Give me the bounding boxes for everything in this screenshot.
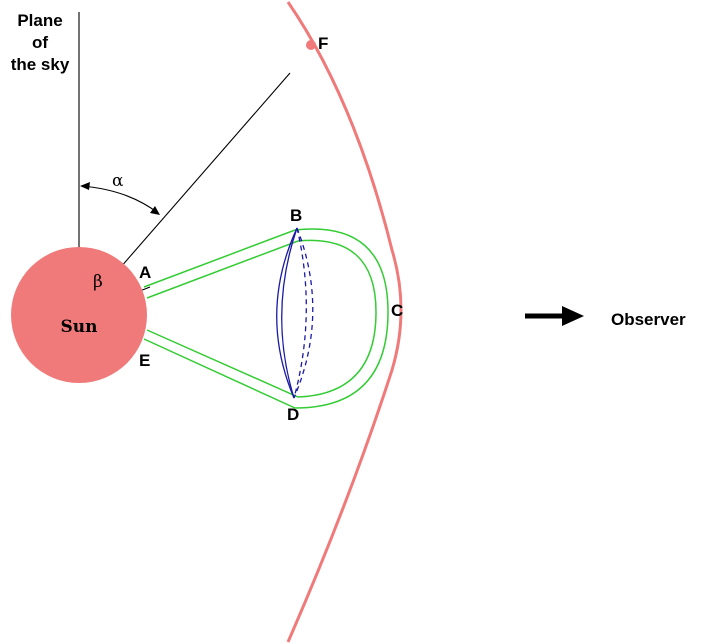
front-arc-solid-outer bbox=[276, 227, 298, 399]
sun-disk bbox=[11, 247, 147, 383]
plane-of-sky-label-line2: of bbox=[32, 33, 48, 52]
alpha-arrowhead-right bbox=[150, 206, 160, 215]
alpha-arrowhead-left bbox=[80, 182, 90, 190]
beta-label: β bbox=[93, 272, 103, 292]
front-arc-dashed-inner bbox=[293, 227, 307, 399]
alpha-angle-arc bbox=[81, 185, 159, 214]
shock-front-curve bbox=[286, 1, 403, 643]
front-arc-dashed-outer bbox=[293, 227, 314, 399]
point-E-label: E bbox=[139, 351, 150, 370]
point-F-marker bbox=[306, 40, 316, 50]
point-A-label: A bbox=[139, 263, 151, 282]
observer-label: Observer bbox=[611, 310, 686, 329]
front-arc-solid-inner bbox=[281, 227, 298, 399]
alpha-label: α bbox=[112, 171, 124, 191]
plane-of-sky-label-line3: the sky bbox=[11, 55, 70, 74]
flux-rope-outer bbox=[143, 228, 389, 409]
observer-arrow-head bbox=[562, 306, 584, 326]
point-B-label: B bbox=[290, 206, 302, 225]
plane-of-sky-label-line1: Plane bbox=[17, 11, 62, 30]
flux-rope-inner bbox=[146, 239, 377, 398]
sun-label: Sun bbox=[61, 317, 98, 337]
point-C-label: C bbox=[391, 301, 403, 320]
point-D-label: D bbox=[287, 405, 299, 424]
point-F-label: F bbox=[318, 34, 328, 53]
